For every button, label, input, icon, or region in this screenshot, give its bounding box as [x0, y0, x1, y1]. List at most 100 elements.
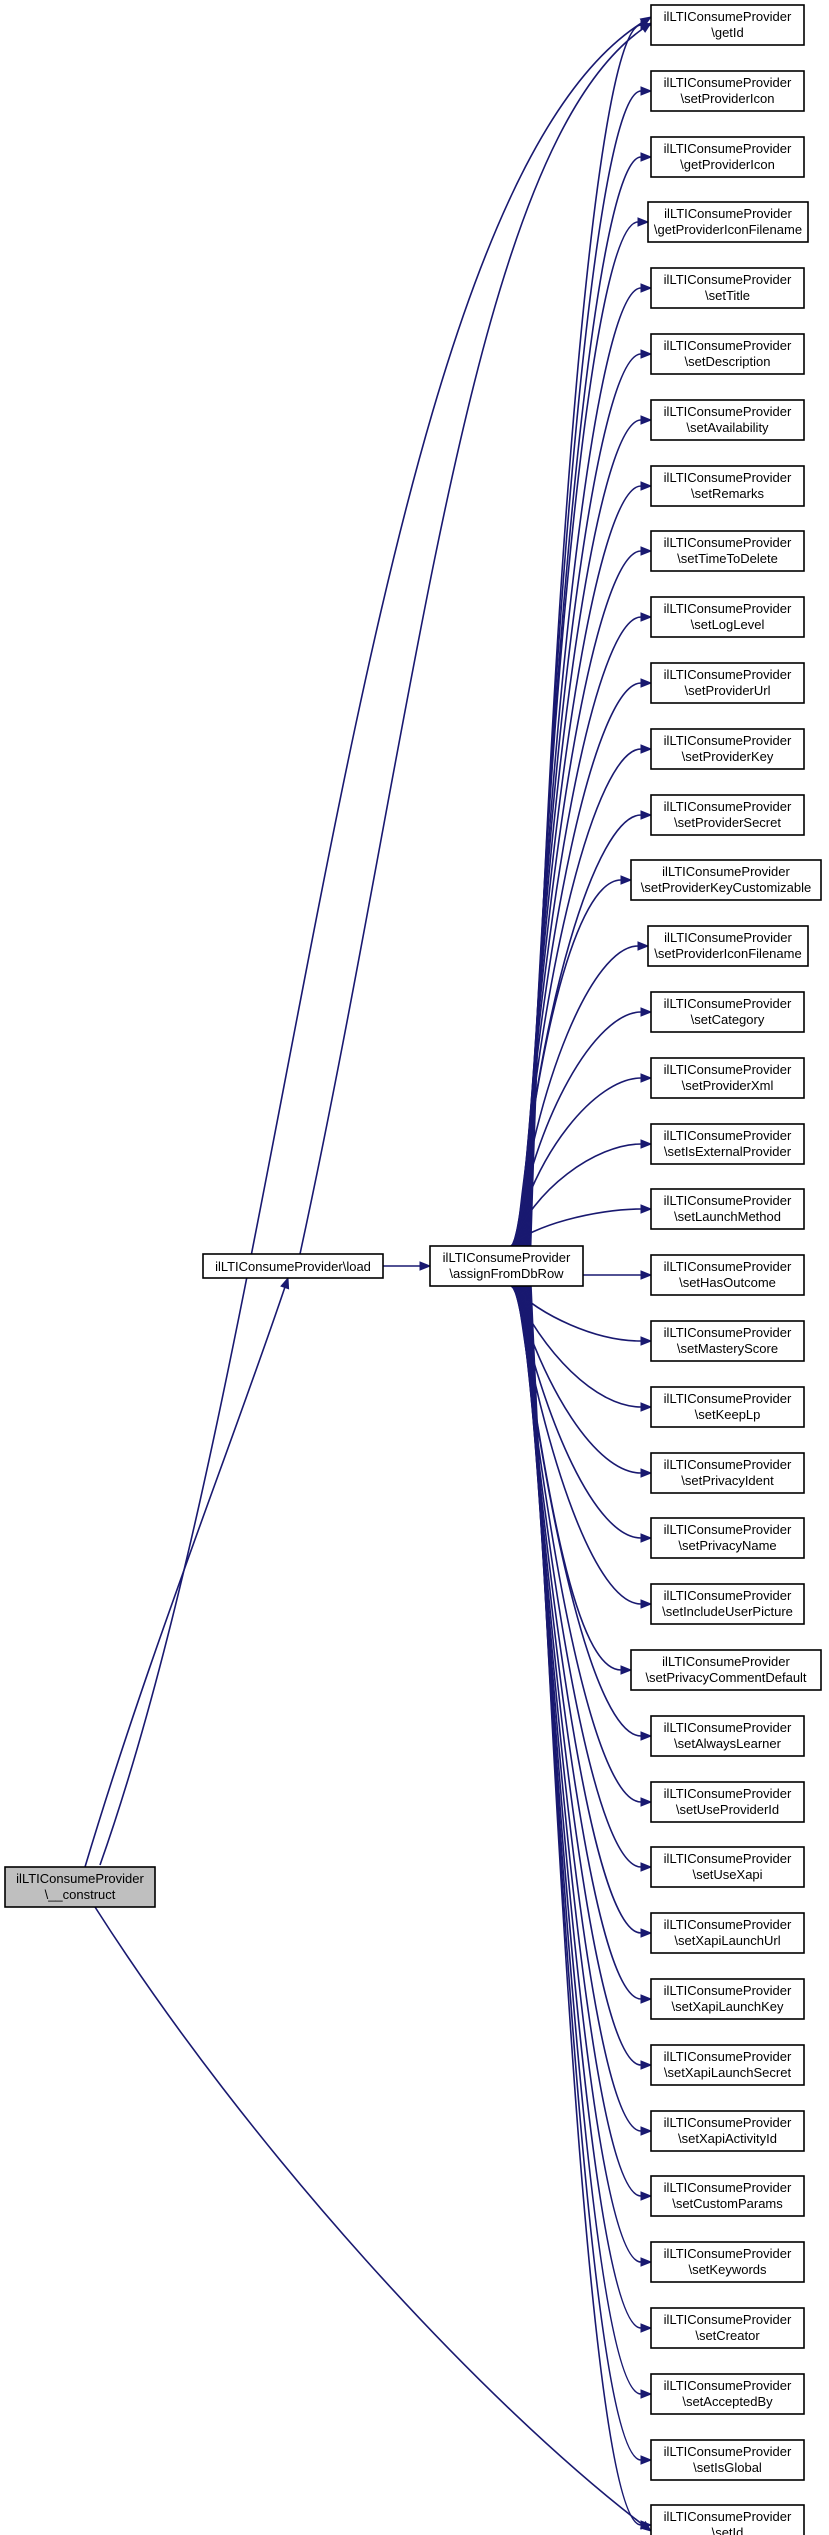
node-box[interactable]	[650, 1912, 805, 1954]
node-box[interactable]	[650, 662, 805, 704]
node-setProviderKeyCustomizable[interactable]: ilLTIConsumeProvider\setProviderKeyCusto…	[630, 859, 822, 901]
node-setProviderKey[interactable]: ilLTIConsumeProvider\setProviderKey	[650, 728, 805, 770]
node-box[interactable]	[650, 1123, 805, 1165]
node-box[interactable]	[4, 1866, 156, 1908]
node-setProviderUrl[interactable]: ilLTIConsumeProvider\setProviderUrl	[650, 662, 805, 704]
node-box[interactable]	[650, 2241, 805, 2283]
node-setRemarks[interactable]: ilLTIConsumeProvider\setRemarks	[650, 465, 805, 507]
edge-assign-setLogLevel	[520, 612, 653, 1247]
node-setId[interactable]: ilLTIConsumeProvider\setId	[650, 2504, 805, 2535]
node-box[interactable]	[650, 333, 805, 375]
edge-assign-setProviderIconFilename	[514, 941, 650, 1247]
node-setIncludeUserPicture[interactable]: ilLTIConsumeProvider\setIncludeUserPictu…	[650, 1583, 805, 1625]
node-setIsExternalProvider[interactable]: ilLTIConsumeProvider\setIsExternalProvid…	[650, 1123, 805, 1165]
node-setProviderSecret[interactable]: ilLTIConsumeProvider\setProviderSecret	[650, 794, 805, 836]
node-getId[interactable]: ilLTIConsumeProvider\getId	[650, 4, 805, 46]
node-setCategory[interactable]: ilLTIConsumeProvider\setCategory	[650, 991, 805, 1033]
node-box[interactable]	[650, 465, 805, 507]
node-box[interactable]	[650, 1188, 805, 1230]
edge-assign-setKeywords-arrowhead	[640, 2257, 653, 2267]
node-label-class: ilLTIConsumeProvider	[664, 1720, 792, 1735]
node-box[interactable]	[650, 1781, 805, 1823]
node-label-class: ilLTIConsumeProvider	[664, 1457, 792, 1472]
node-setAlwaysLearner[interactable]: ilLTIConsumeProvider\setAlwaysLearner	[650, 1715, 805, 1757]
node-setProviderIcon[interactable]: ilLTIConsumeProvider\setProviderIcon	[650, 70, 805, 112]
node-setPrivacyCommentDefault[interactable]: ilLTIConsumeProvider\setPrivacyCommentDe…	[630, 1649, 822, 1691]
node-box[interactable]	[202, 1253, 384, 1279]
node-setAcceptedBy[interactable]: ilLTIConsumeProvider\setAcceptedBy	[650, 2373, 805, 2415]
node-setXapiLaunchKey[interactable]: ilLTIConsumeProvider\setXapiLaunchKey	[650, 1978, 805, 2020]
node-box[interactable]	[650, 1846, 805, 1888]
node-setCustomParams[interactable]: ilLTIConsumeProvider\setCustomParams	[650, 2175, 805, 2217]
node-box[interactable]	[650, 1452, 805, 1494]
node-box[interactable]	[650, 2175, 805, 2217]
node-setDescription[interactable]: ilLTIConsumeProvider\setDescription	[650, 333, 805, 375]
node-box[interactable]	[630, 859, 822, 901]
node-box[interactable]	[650, 2307, 805, 2349]
node-setXapiActivityId[interactable]: ilLTIConsumeProvider\setXapiActivityId	[650, 2110, 805, 2152]
node-box[interactable]	[650, 991, 805, 1033]
node-setKeywords[interactable]: ilLTIConsumeProvider\setKeywords	[650, 2241, 805, 2283]
node-setXapiLaunchSecret[interactable]: ilLTIConsumeProvider\setXapiLaunchSecret	[650, 2044, 805, 2086]
node-box[interactable]	[650, 2504, 805, 2535]
node-box[interactable]	[650, 1715, 805, 1757]
node-setPrivacyName[interactable]: ilLTIConsumeProvider\setPrivacyName	[650, 1517, 805, 1559]
edge-assign-setAvailability-arrowhead	[640, 415, 653, 425]
edge-assign-setXapiLaunchKey-line	[521, 1285, 642, 2000]
node-box[interactable]	[650, 136, 805, 178]
node-box[interactable]	[650, 1386, 805, 1428]
node-setHasOutcome[interactable]: ilLTIConsumeProvider\setHasOutcome	[650, 1254, 805, 1296]
node-setUseXapi[interactable]: ilLTIConsumeProvider\setUseXapi	[650, 1846, 805, 1888]
node-box[interactable]	[650, 2373, 805, 2415]
node-setKeepLp[interactable]: ilLTIConsumeProvider\setKeepLp	[650, 1386, 805, 1428]
node-box[interactable]	[650, 2110, 805, 2152]
node-getProviderIcon[interactable]: ilLTIConsumeProvider\getProviderIcon	[650, 136, 805, 178]
node-box[interactable]	[650, 530, 805, 572]
node-setLogLevel[interactable]: ilLTIConsumeProvider\setLogLevel	[650, 596, 805, 638]
node-setIsGlobal[interactable]: ilLTIConsumeProvider\setIsGlobal	[650, 2439, 805, 2481]
node-setCreator[interactable]: ilLTIConsumeProvider\setCreator	[650, 2307, 805, 2349]
node-box[interactable]	[429, 1245, 584, 1287]
node-box[interactable]	[650, 2044, 805, 2086]
node-box[interactable]	[650, 1320, 805, 1362]
node-box[interactable]	[650, 267, 805, 309]
node-load[interactable]: ilLTIConsumeProvider\load	[202, 1253, 384, 1279]
node-setXapiLaunchUrl[interactable]: ilLTIConsumeProvider\setXapiLaunchUrl	[650, 1912, 805, 1954]
node-setUseProviderId[interactable]: ilLTIConsumeProvider\setUseProviderId	[650, 1781, 805, 1823]
node-setTitle[interactable]: ilLTIConsumeProvider\setTitle	[650, 267, 805, 309]
node-assign[interactable]: ilLTIConsumeProvider\assignFromDbRow	[429, 1245, 584, 1287]
node-setLaunchMethod[interactable]: ilLTIConsumeProvider\setLaunchMethod	[650, 1188, 805, 1230]
node-label-method: \setHasOutcome	[679, 1275, 776, 1290]
node-label-method: \setKeywords	[688, 2262, 767, 2277]
edges-layer	[84, 16, 653, 2532]
node-setTimeToDelete[interactable]: ilLTIConsumeProvider\setTimeToDelete	[650, 530, 805, 572]
node-box[interactable]	[650, 1254, 805, 1296]
node-box[interactable]	[650, 70, 805, 112]
node-box[interactable]	[630, 1649, 822, 1691]
node-box[interactable]	[647, 201, 809, 243]
node-label-class: ilLTIConsumeProvider	[662, 1654, 790, 1669]
node-setPrivacyIdent[interactable]: ilLTIConsumeProvider\setPrivacyIdent	[650, 1452, 805, 1494]
node-setProviderXml[interactable]: ilLTIConsumeProvider\setProviderXml	[650, 1057, 805, 1099]
node-box[interactable]	[650, 794, 805, 836]
node-label-method: \setId	[712, 2525, 744, 2535]
node-getProviderIconFilename[interactable]: ilLTIConsumeProvider\getProviderIconFile…	[647, 201, 809, 243]
node-box[interactable]	[650, 399, 805, 441]
node-box[interactable]	[647, 925, 809, 967]
node-label-class: ilLTIConsumeProvider	[664, 1851, 792, 1866]
node-box[interactable]	[650, 1583, 805, 1625]
node-construct[interactable]: ilLTIConsumeProvider\__construct	[4, 1866, 156, 1908]
node-box[interactable]	[650, 1057, 805, 1099]
node-box[interactable]	[650, 596, 805, 638]
node-setMasteryScore[interactable]: ilLTIConsumeProvider\setMasteryScore	[650, 1320, 805, 1362]
node-label-method: \setCreator	[695, 2328, 760, 2343]
node-box[interactable]	[650, 4, 805, 46]
nodes-layer: ilLTIConsumeProvider\__construct ilLTICon…	[4, 4, 822, 2535]
node-setProviderIconFilename[interactable]: ilLTIConsumeProvider\setProviderIconFile…	[647, 925, 809, 967]
node-box[interactable]	[650, 728, 805, 770]
node-box[interactable]	[650, 1517, 805, 1559]
node-setAvailability[interactable]: ilLTIConsumeProvider\setAvailability	[650, 399, 805, 441]
node-box[interactable]	[650, 2439, 805, 2481]
node-label-class: ilLTIConsumeProvider	[664, 470, 792, 485]
node-box[interactable]	[650, 1978, 805, 2020]
